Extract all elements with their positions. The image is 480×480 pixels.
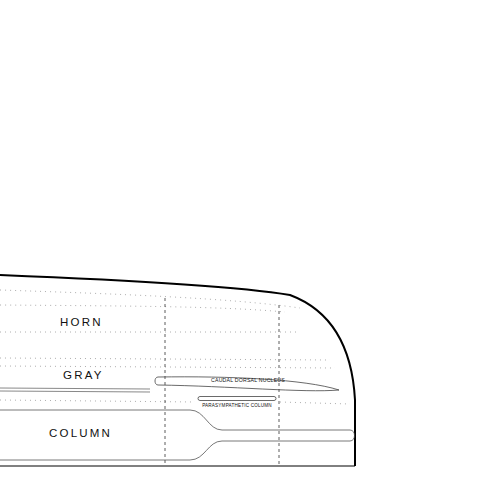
region-label: HORN [60, 316, 103, 328]
column-band: PARASYMPATHETIC COLUMN [196, 395, 278, 413]
column-band [0, 410, 355, 460]
dotted-contours [0, 290, 350, 404]
nucleus-shape: CAUDAL DORSAL NUCLEUS [154, 374, 342, 394]
gray-band-line [0, 388, 150, 392]
cord-outline [0, 275, 355, 466]
structure-label: CAUDAL DORSAL NUCLEUS [211, 377, 285, 383]
structure-label: PARASYMPATHETIC COLUMN [202, 403, 272, 408]
region-label: COLUMN [49, 427, 112, 439]
cord-base [0, 466, 355, 467]
region-label: GRAY [63, 369, 104, 381]
